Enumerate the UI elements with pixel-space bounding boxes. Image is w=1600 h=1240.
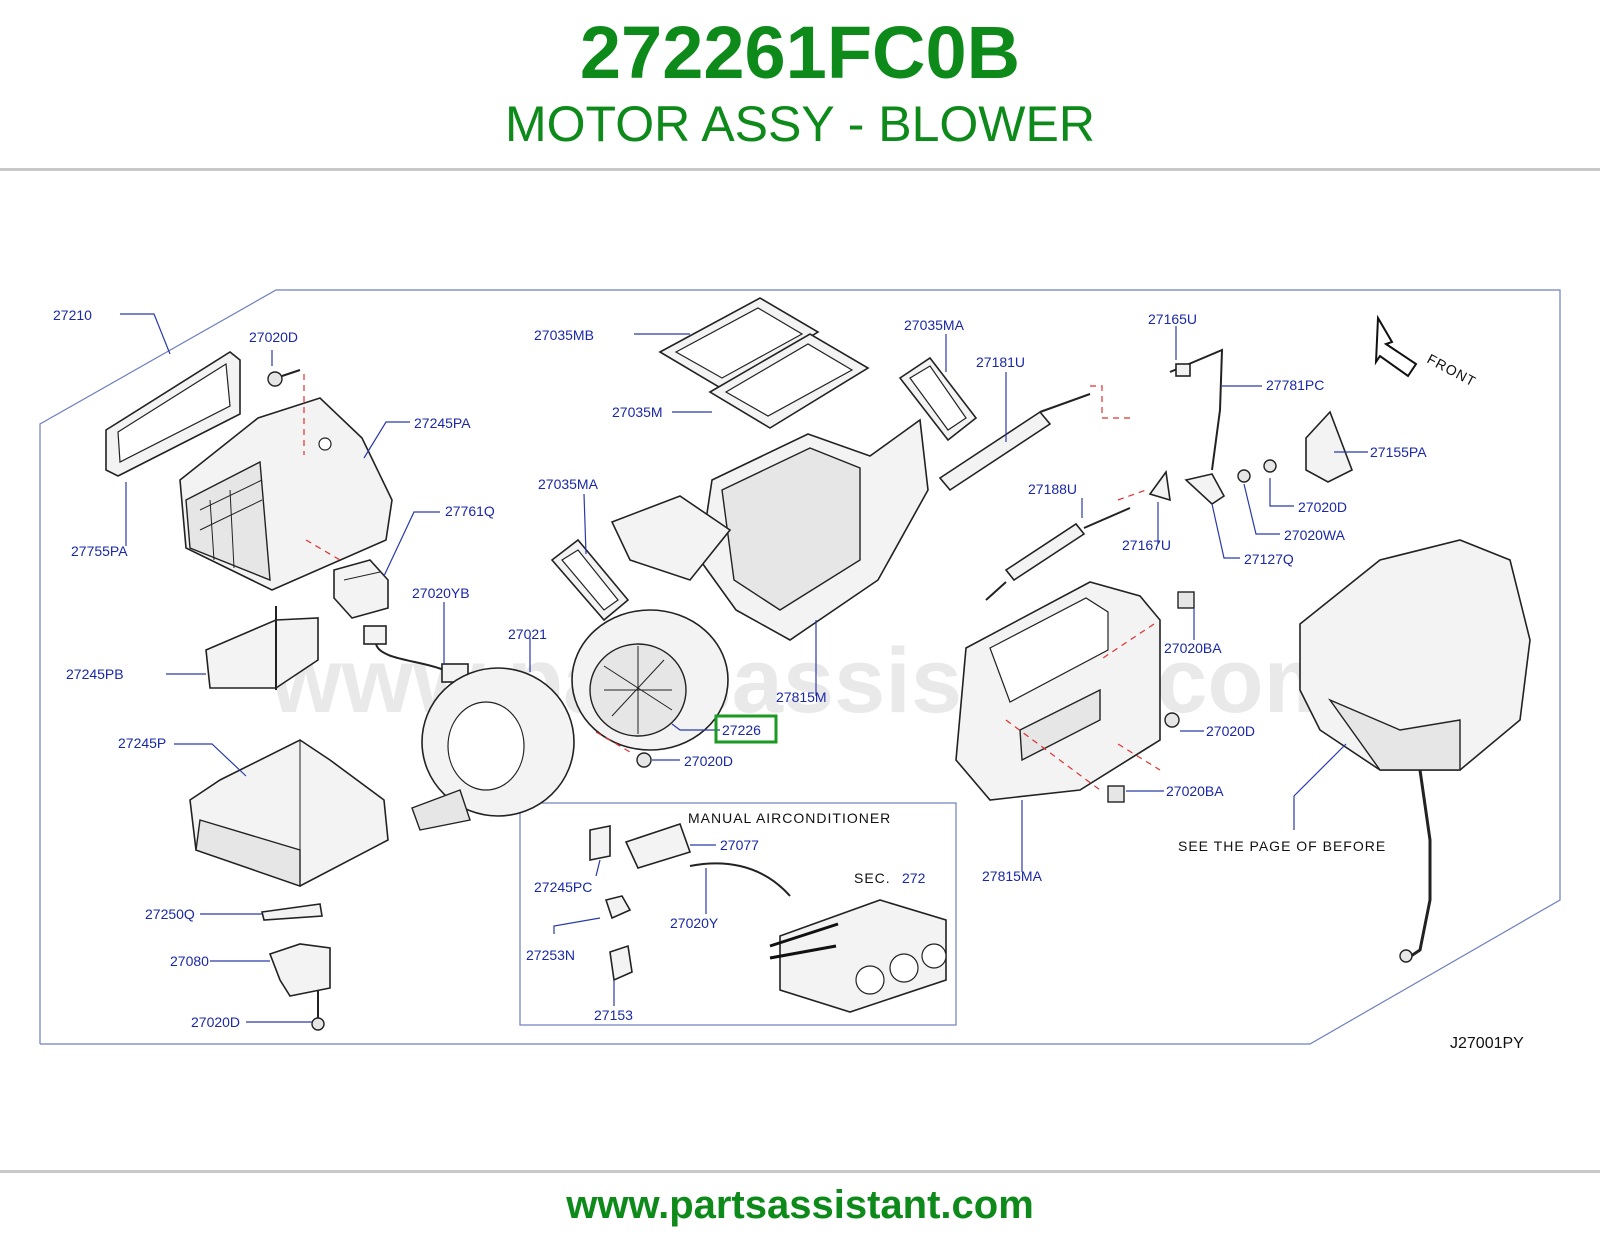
callout-label: 27020D (1206, 723, 1255, 739)
callout-labels: 27210 27020D 27245PA 27755PA 27761Q 2702… (53, 307, 1427, 1030)
figure-code: J27001PY (1450, 1035, 1524, 1052)
cable-27181u-drawing (938, 393, 1091, 492)
sec-number: 272 (902, 870, 926, 886)
part-name-subtitle: MOTOR ASSY - BLOWER (505, 96, 1095, 152)
callout-label: 27245PB (66, 666, 124, 682)
screw-27020d-drawing (1164, 712, 1180, 728)
front-arrow-icon (1374, 314, 1418, 378)
filter-27035mb-drawing (658, 297, 820, 391)
cable-27188u-drawing (985, 507, 1131, 601)
resistor-27761q-drawing (333, 559, 389, 619)
lower-case-27245p-drawing (189, 739, 389, 887)
gasket-27755pa-drawing (105, 351, 241, 477)
duct-27245pc-drawing (589, 825, 611, 861)
inset-title: MANUAL AIRCONDITIONER (688, 810, 891, 826)
callout-label: 27815MA (982, 868, 1043, 884)
callout-label: 27080 (170, 953, 209, 969)
actuator-27080-drawing (268, 943, 331, 1031)
callout-label: 27020D (249, 329, 298, 345)
screw-shaft (281, 369, 301, 377)
callout-label: 27021 (508, 626, 547, 642)
callout-label: 27020BA (1164, 640, 1222, 656)
control-unit-drawing (769, 899, 947, 1013)
lever-27127q-drawing (1184, 473, 1226, 506)
callout-label: 27815M (776, 689, 827, 705)
callout-label: 27155PA (1370, 444, 1427, 460)
evaporator-case-27815m-drawing (610, 418, 929, 641)
resistor-27077-drawing (624, 822, 692, 869)
callout-label: 27020WA (1284, 527, 1346, 543)
callout-label: 27245PC (534, 879, 592, 895)
cover-27155pa-drawing (1305, 410, 1354, 483)
callout-label-highlighted: 27226 (722, 722, 761, 738)
scroll-housing-27021-drawing (411, 667, 575, 831)
callout-label: 27020Y (670, 915, 719, 931)
part-number-title: 272261FC0B (579, 11, 1021, 94)
callout-label: 27020D (1298, 499, 1347, 515)
gasket-27035ma-mid-drawing (550, 538, 630, 622)
heater-unit-assembly-drawing (1299, 539, 1531, 963)
footer-divider (0, 1170, 1600, 1173)
callout-label: 27181U (976, 354, 1025, 370)
screw-drawing (636, 752, 652, 768)
heater-case-27815ma-drawing (955, 581, 1161, 801)
callout-label: 27077 (720, 837, 759, 853)
screw-drawing (267, 371, 283, 387)
filter-27035m-drawing (708, 333, 870, 429)
clip-27020ba-drawing (1107, 785, 1125, 803)
callout-label: 27127Q (1244, 551, 1294, 567)
see-page-note: SEE THE PAGE OF BEFORE (1178, 838, 1386, 854)
callout-label: 27781PC (1266, 377, 1324, 393)
screw-27020d-drawing (1263, 459, 1277, 473)
assembly-line (1090, 385, 1147, 501)
assembly-line (303, 374, 341, 561)
callout-label: 27755PA (71, 543, 128, 559)
inset-box (519, 802, 957, 1026)
diagram-frame (39, 289, 1561, 1045)
callout-label: 27165U (1148, 311, 1197, 327)
lever-27250q-drawing (261, 903, 323, 921)
callout-label: 27035M (612, 404, 663, 420)
highlight-box-27226 (714, 714, 778, 744)
callout-label: 27153 (594, 1007, 633, 1023)
intake-housing-27245pa-drawing (179, 397, 393, 591)
callout-label: 27188U (1028, 481, 1077, 497)
callout-label: 27210 (53, 307, 92, 323)
rod-27781pc-drawing (1169, 348, 1224, 471)
clip-27020ba-drawing (1177, 591, 1195, 609)
callout-label: 27020BA (1166, 783, 1224, 799)
exploded-parts-diagram: www.partsassistant.com (39, 289, 1561, 1052)
footer-website-link[interactable]: www.partsassistant.com (566, 1183, 1034, 1227)
callout-label: 27250Q (145, 906, 195, 922)
clip-27153-drawing (609, 944, 633, 982)
header-divider (0, 168, 1600, 171)
gasket-27035ma-top-drawing (898, 356, 978, 442)
callout-label: 27020YB (412, 585, 470, 601)
callout-label: 27020D (191, 1014, 240, 1030)
duct-27245pb-drawing (205, 606, 319, 690)
blower-motor-27226-drawing (571, 609, 729, 751)
harness-27020y-drawing (689, 862, 791, 897)
callout-label: 27035MA (538, 476, 599, 492)
callout-label: 27253N (526, 947, 575, 963)
washer-27020wa-drawing (1237, 469, 1251, 483)
callout-label: 27167U (1122, 537, 1171, 553)
assembly-line (1005, 623, 1161, 791)
callout-label: 27761Q (445, 503, 495, 519)
callout-label: 27245PA (414, 415, 471, 431)
sec-prefix: SEC. (854, 870, 891, 886)
callout-label: 27020D (684, 753, 733, 769)
callout-label: 27245P (118, 735, 166, 751)
callout-label: 27035MA (904, 317, 965, 333)
front-label: FRONT (1425, 351, 1480, 390)
clip-27253n-drawing (604, 895, 632, 920)
leader-lines (120, 313, 1368, 1023)
callout-label: 27035MB (534, 327, 594, 343)
link-27167u-drawing (1148, 469, 1171, 502)
